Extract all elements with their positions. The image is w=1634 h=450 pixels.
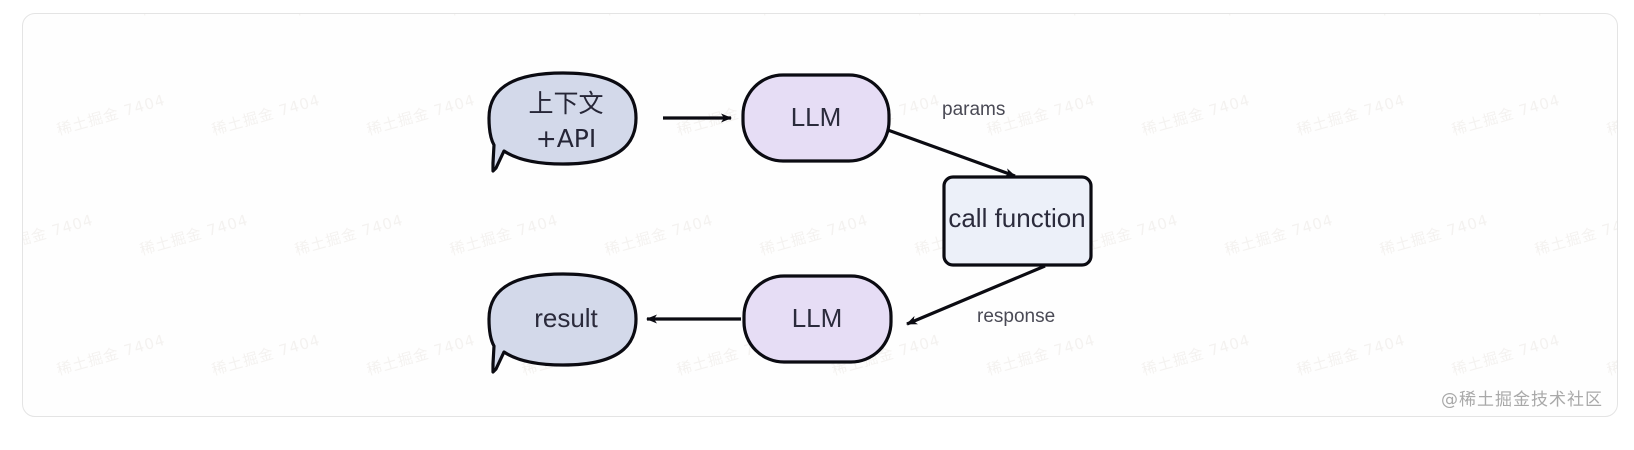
attribution-label: @稀土掘金技术社区 xyxy=(1441,390,1603,410)
edge-call-function-to-llm-bottom: response xyxy=(906,264,1055,327)
node-label-llm-bottom: LLM xyxy=(792,303,843,333)
node-label-call-function: call function xyxy=(948,203,1085,233)
node-label-api: +API xyxy=(536,124,597,153)
node-llm-bottom[interactable]: LLM xyxy=(742,274,893,364)
node-llm-top[interactable]: LLM xyxy=(741,73,891,163)
node-context-api[interactable]: 上下文 +API xyxy=(487,71,638,173)
node-label-result: result xyxy=(534,303,598,333)
flowchart-svg: params response 上下文 +API LLM xyxy=(487,71,1093,374)
node-label-context: 上下文 xyxy=(528,89,603,118)
node-label-llm-top: LLM xyxy=(791,102,842,132)
edge-label-response: response xyxy=(977,306,1055,327)
node-result[interactable]: result xyxy=(487,272,638,374)
edge-label-params: params xyxy=(942,99,1005,120)
node-call-function[interactable]: call function xyxy=(942,175,1093,267)
edge-llm-top-to-call-function: params xyxy=(884,99,1016,178)
